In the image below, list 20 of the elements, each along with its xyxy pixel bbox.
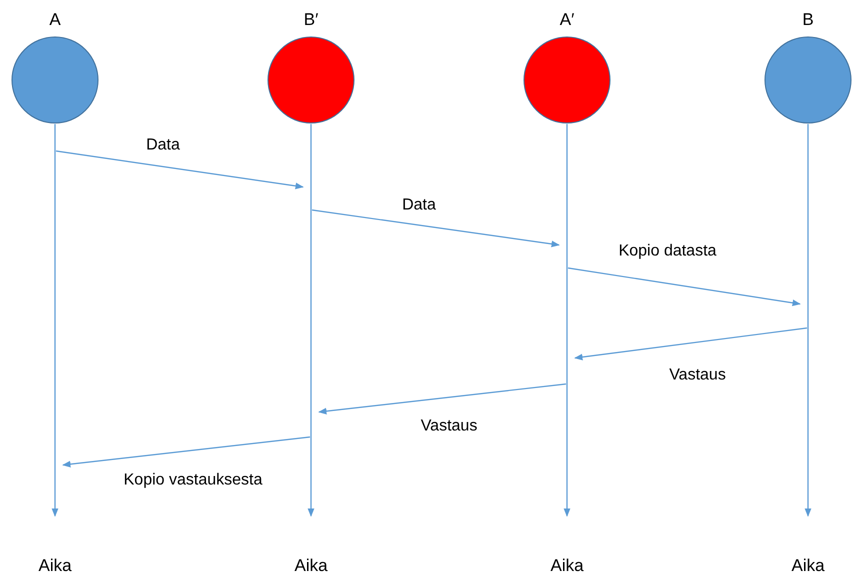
arrow bbox=[318, 383, 566, 414]
arrow bbox=[56, 150, 304, 190]
arrow bbox=[52, 470, 58, 517]
arrow bbox=[312, 209, 560, 248]
time-label: Aika bbox=[294, 556, 328, 575]
participant-label: A bbox=[48, 10, 62, 30]
edge-label: Kopio datasta bbox=[616, 242, 718, 260]
arrow bbox=[574, 327, 808, 360]
arrow bbox=[568, 267, 801, 306]
arrow bbox=[804, 470, 812, 517]
arrow bbox=[62, 436, 310, 468]
participant-label: A′ bbox=[558, 10, 576, 30]
time-label: Aika bbox=[792, 556, 825, 575]
participant-label: B′ bbox=[302, 10, 320, 30]
time-label: Aika bbox=[38, 556, 72, 575]
arrow bbox=[564, 470, 570, 517]
participant-label: B bbox=[801, 10, 815, 30]
time-label: Aika bbox=[550, 556, 584, 575]
arrow bbox=[308, 470, 314, 517]
edge-label: Kopio vastauksesta bbox=[122, 470, 264, 490]
